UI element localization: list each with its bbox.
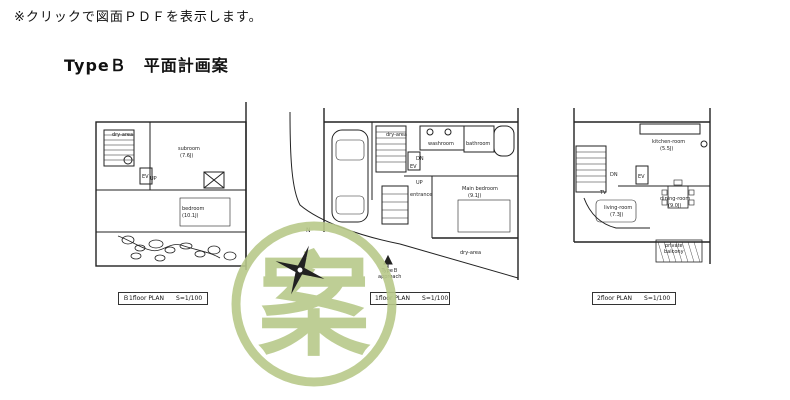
f1-up-label: UP [416,180,423,186]
f2-living-size: (7.3J) [610,212,624,218]
b1-floor-plan [95,102,247,270]
draft-seal-watermark: 案 [231,221,397,387]
f1-dry-area-top-label: dry-area [386,132,408,138]
f2-kitchen-label: kitchen-room [652,139,686,145]
f2-balcony-label: private balcony [664,243,684,255]
first-floor-plan [289,108,519,280]
f2-tv-label: TV [600,190,607,196]
first-floor-plan-link[interactable]: 1floor PLAN S=1/100 [370,292,450,305]
f1-bathroom-label: bathroom [466,141,491,147]
b1-floor-plan-caption: Ｂ1floor PLAN S=1/100 [123,295,203,302]
second-floor-plan-link[interactable]: 2floor PLAN S=1/100 [592,292,676,305]
first-floor-plan-caption: 1floor PLAN S=1/100 [375,295,449,302]
f1-main-bedroom-size: (9.1J) [468,193,482,199]
f1-ev-label: EV [410,164,417,170]
second-floor-plan-caption: 2floor PLAN S=1/100 [597,295,671,302]
b1-bedroom-size: (10.1J) [182,213,199,219]
f1-washroom-label: washroom [428,141,454,147]
compass-rose-icon [275,245,325,295]
f2-dn-label: DN [610,172,618,178]
f2-living-label: living-room [604,205,633,211]
instruction-note: ※クリックで図面ＰＤＦを表示します。 [14,10,263,25]
b1-bedroom-label: bedroom [182,206,205,212]
f2-dining-label: dining-room [660,196,691,202]
f1-main-bedroom-label: Main bedroom [462,186,498,192]
second-floor-plan [573,108,711,264]
b1-ev-label: EV [142,174,149,180]
f1-dry-area-bottom-label: dry-area [460,250,482,256]
f2-ev-label: EV [638,174,645,180]
b1-up-label: UP [150,176,157,182]
f1-entrance-label: entrance [410,192,433,198]
b1-subroom-size: (7.6J) [180,153,194,159]
f2-dining-size: (9.0J) [668,203,682,209]
page-title: TypeＢ 平面計画案 [64,56,229,75]
b1-floor-plan-link[interactable]: Ｂ1floor PLAN S=1/100 [118,292,208,305]
f2-kitchen-size: (5.5J) [660,146,674,152]
f1-dn-label: DN [416,156,424,162]
seal-character: 案 [258,242,371,372]
b1-subroom-label: subroom [178,146,200,152]
b1-dry-area-label: dry-area [112,132,134,138]
